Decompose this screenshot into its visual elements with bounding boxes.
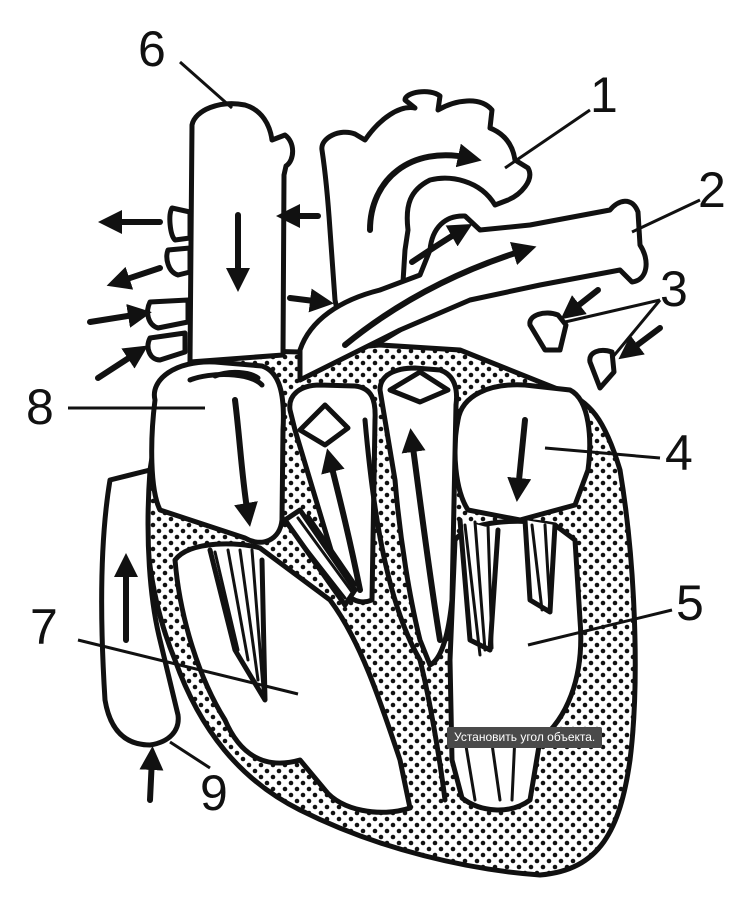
inferior-vena-cava	[99, 467, 181, 748]
flow-arrow-left-4	[95, 345, 149, 381]
pulmonary-vein-upper-left	[167, 205, 193, 243]
pulmonary-vein-right-b	[587, 347, 617, 391]
pulmonary-vein-lower-left-b	[145, 330, 188, 363]
label-6: 6	[138, 21, 166, 77]
label-9: 9	[200, 765, 228, 821]
chordae-lines-left	[463, 520, 552, 657]
tricuspid-papillary-b	[282, 507, 358, 608]
flow-arrow-mid-2	[287, 288, 334, 313]
tricuspid-valve-leaflet-b	[212, 369, 261, 381]
leader-line-1	[504, 108, 591, 170]
flow-arrow-pulmonary	[342, 242, 537, 348]
flow-arrow-right-1	[560, 287, 601, 320]
leader-line-5	[527, 608, 673, 647]
pulmonary-valve	[297, 402, 351, 448]
flow-arrow-lv-up	[401, 428, 443, 643]
label-3: 3	[660, 261, 688, 317]
leader-line-3a	[564, 298, 661, 324]
leader-line-3b	[610, 299, 662, 359]
flow-arrow-left-2	[106, 265, 163, 290]
leader-line-2	[631, 198, 701, 234]
flow-arrow-la-to-lv	[507, 417, 532, 502]
chordae-lines-right	[213, 513, 358, 702]
tooltip: Установить угол объекта.	[447, 727, 603, 748]
superior-vena-cava	[187, 101, 296, 365]
aortic-valve	[387, 369, 451, 405]
right-atrium	[149, 359, 286, 545]
label-7: 7	[30, 599, 58, 655]
interventricular-septum	[362, 417, 448, 803]
flow-arrow-ivc-bottom	[139, 746, 164, 803]
leader-line-6	[179, 60, 233, 110]
flow-arrow-left-3	[87, 304, 152, 328]
pulmonary-artery	[297, 198, 649, 383]
flow-arrow-ra-to-rv	[232, 397, 258, 527]
label-5: 5	[676, 575, 704, 631]
flow-arrow-branch	[409, 224, 473, 265]
flow-arrow-aortic-arch	[367, 143, 482, 233]
pulmonary-vein-right-a	[527, 310, 569, 353]
label-2: 2	[698, 162, 726, 218]
leader-line-9	[169, 740, 211, 770]
pulmonary-vein-mid-left	[164, 245, 193, 278]
label-1: 1	[590, 67, 618, 123]
leader-line-7	[77, 638, 299, 696]
label-8: 8	[26, 379, 54, 435]
pulmonary-vein-lower-left-a	[145, 297, 191, 331]
flow-arrow-right-2	[618, 325, 663, 360]
aortic-outflow-tract	[377, 365, 460, 668]
leader-line-4	[544, 446, 661, 460]
label-4: 4	[665, 425, 693, 481]
flow-arrow-rv-up	[321, 448, 363, 593]
